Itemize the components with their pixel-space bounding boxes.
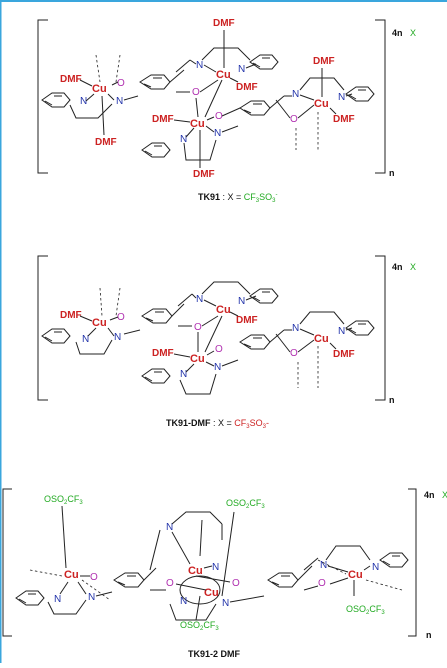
- oxygen-atom: O: [215, 111, 223, 122]
- dmf-ligand: DMF: [193, 169, 215, 180]
- dmf-ligand: DMF: [60, 310, 82, 321]
- multiplier: 4n: [392, 262, 403, 272]
- copper-atom: Cu: [92, 317, 107, 329]
- caption: TK91 : X = CF3SO3-: [198, 192, 277, 204]
- nitrogen-atom: N: [214, 128, 221, 139]
- nitrogen-atom: N: [116, 96, 123, 107]
- dmf-ligand: DMF: [152, 114, 174, 125]
- nitrogen-atom: N: [180, 369, 187, 380]
- repeat-n: n: [389, 168, 395, 178]
- dmf-ligand: DMF: [236, 82, 258, 93]
- repeat-n: n: [389, 395, 395, 405]
- caption-ion: CF: [244, 192, 256, 202]
- dmf-ligand: DMF: [152, 348, 174, 359]
- nitrogen-atom: N: [212, 562, 219, 573]
- dmf-ligand: DMF: [313, 56, 335, 67]
- nitrogen-atom: N: [292, 323, 299, 334]
- panel-tk91-dmf: 4n X n Cu DMF N N O O Cu DMF N N: [37, 255, 416, 430]
- multiplier: 4n: [392, 28, 403, 38]
- nitrogen-atom: N: [222, 598, 229, 609]
- dmf-ligand: DMF: [333, 114, 355, 125]
- counter-ion-x: X: [442, 490, 447, 500]
- nitrogen-atom: N: [196, 294, 203, 305]
- oxygen-atom: O: [166, 578, 174, 589]
- nitrogen-atom: N: [88, 592, 95, 603]
- nitrogen-atom: N: [82, 334, 89, 345]
- caption-name: TK91: [198, 192, 220, 202]
- caption: TK91-2 DMF: [188, 649, 241, 659]
- nitrogen-atom: N: [214, 362, 221, 373]
- oxygen-atom: O: [232, 578, 240, 589]
- nitrogen-atom: N: [338, 92, 345, 103]
- caption-text: : X =: [220, 192, 244, 202]
- oxygen-atom: O: [117, 312, 125, 323]
- copper-atom: Cu: [64, 569, 79, 581]
- copper-atom: Cu: [190, 118, 205, 130]
- copper-atom: Cu: [314, 333, 329, 345]
- left-bracket: [37, 19, 48, 174]
- oxygen-atom: O: [90, 572, 98, 583]
- oxygen-atom: O: [318, 578, 326, 589]
- nitrogen-atom: N: [114, 332, 121, 343]
- oxygen-atom: O: [215, 344, 223, 355]
- oxygen-atom: O: [290, 348, 298, 359]
- nitrogen-atom: N: [292, 89, 299, 100]
- right-bracket: [375, 19, 386, 174]
- right-bracket: [408, 488, 417, 637]
- nitrogen-atom: N: [54, 594, 61, 605]
- repeat-n: n: [426, 630, 432, 640]
- right-bracket: [375, 255, 386, 401]
- triflate-ligand: OSO2CF3: [226, 498, 265, 510]
- copper-atom: Cu: [92, 83, 107, 95]
- dmf-ligand: DMF: [333, 349, 355, 360]
- nitrogen-atom: N: [320, 560, 327, 571]
- copper-atom: Cu: [188, 565, 203, 577]
- caption-name: TK91-DMF: [166, 418, 211, 428]
- triflate-ligand: OSO2CF3: [44, 494, 83, 506]
- counter-ion-x: X: [410, 262, 416, 272]
- nitrogen-atom: N: [166, 522, 173, 533]
- oxygen-atom: O: [117, 78, 125, 89]
- caption: TK91-DMF : X = CF3SO3-: [166, 418, 269, 430]
- counter-ion-x: X: [410, 28, 416, 38]
- nitrogen-atom: N: [338, 326, 345, 337]
- nitrogen-atom: N: [180, 596, 187, 607]
- panel-tk91: 4n X n Cu DMF DMF N N O O Cu DMF DMF N N: [37, 18, 416, 204]
- oxygen-atom: O: [192, 87, 200, 98]
- caption-ion: CF: [234, 418, 246, 428]
- copper-atom: Cu: [314, 98, 329, 110]
- dmf-ligand: DMF: [60, 74, 82, 85]
- nitrogen-atom: N: [80, 96, 87, 107]
- nitrogen-atom: N: [238, 296, 245, 307]
- copper-atom: Cu: [190, 353, 205, 365]
- nitrogen-atom: N: [238, 64, 245, 75]
- copper-atom: Cu: [348, 569, 363, 581]
- left-bracket: [37, 255, 48, 401]
- oxygen-atom: O: [290, 114, 298, 125]
- copper-atom: Cu: [216, 69, 231, 81]
- dmf-ligand: DMF: [236, 315, 258, 326]
- nitrogen-atom: N: [180, 134, 187, 145]
- oxygen-atom: O: [194, 322, 202, 333]
- dmf-ligand: DMF: [95, 137, 117, 148]
- copper-atom: Cu: [216, 304, 231, 316]
- nitrogen-atom: N: [196, 60, 203, 71]
- left-bracket: [2, 488, 12, 637]
- multiplier: 4n: [424, 490, 435, 500]
- triflate-ligand: OSO2CF3: [180, 620, 219, 632]
- copper-atom: Cu: [204, 587, 219, 599]
- nitrogen-atom: N: [372, 562, 379, 573]
- caption-text: : X =: [211, 418, 235, 428]
- panel-tk91-2dmf: 4n X n OSO2CF3 Cu N N O O Cu N N OSO2CF3: [2, 488, 447, 659]
- triflate-ligand: OSO2CF3: [346, 604, 385, 616]
- dmf-ligand: DMF: [213, 18, 235, 29]
